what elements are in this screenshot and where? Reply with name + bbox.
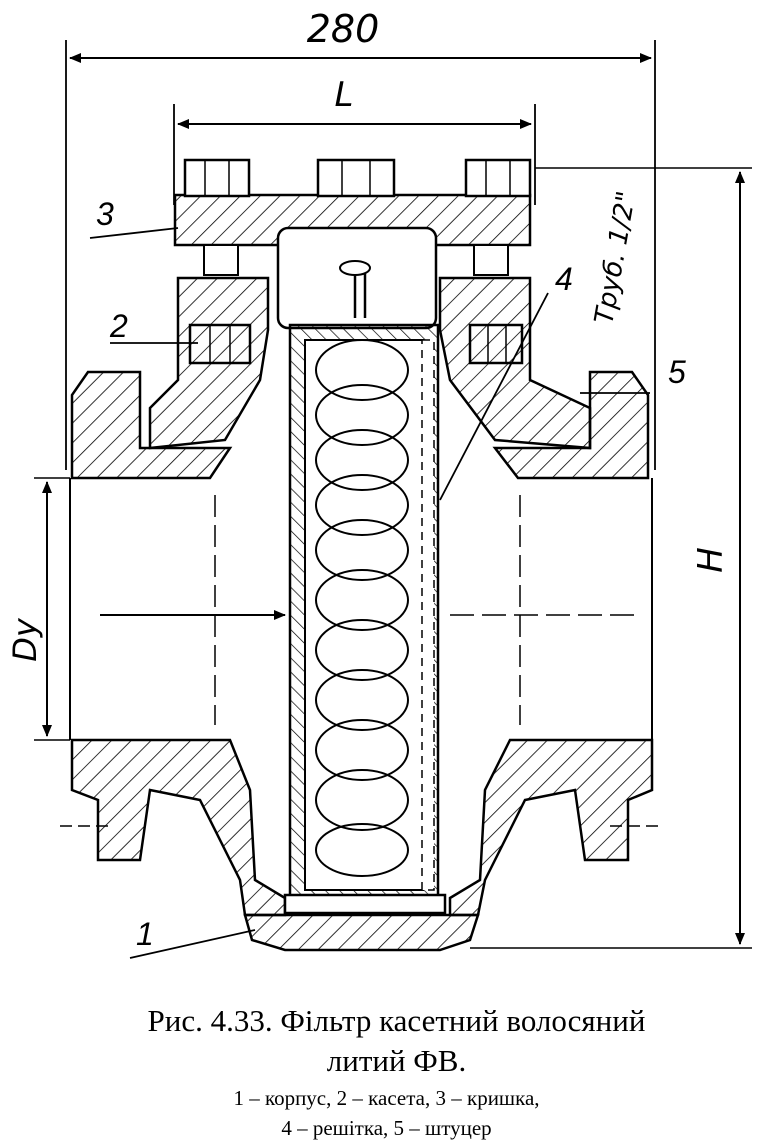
hair-filter-coils bbox=[315, 339, 409, 877]
callout-1: 1 bbox=[136, 916, 154, 952]
filter-drawing: 280 L H Dy Труб. 1/2" bbox=[6, 7, 752, 959]
dimension-h: H bbox=[470, 167, 752, 949]
body-lower bbox=[60, 738, 660, 952]
dimension-dy-label: Dy bbox=[6, 617, 44, 662]
figure-caption-title: Рис. 4.33. Фільтр касетний волосяний bbox=[147, 1003, 646, 1038]
dimension-280-label: 280 bbox=[307, 7, 380, 51]
cassette bbox=[276, 226, 447, 915]
callout-2: 2 bbox=[109, 308, 128, 344]
figure-caption-subtitle: литий ФВ. bbox=[326, 1043, 467, 1078]
callout-leaders bbox=[89, 227, 650, 959]
figure-legend-line-1: 1 – корпус, 2 – касета, 3 – кришка, bbox=[233, 1086, 540, 1110]
figure-legend-line-2: 4 – решітка, 5 – штуцер bbox=[281, 1116, 492, 1140]
body-upper bbox=[69, 276, 653, 740]
callout-4: 4 bbox=[555, 261, 573, 297]
dimension-280: 280 bbox=[65, 7, 656, 470]
pipe-thread-label: Труб. 1/2" bbox=[589, 189, 642, 326]
callout-5: 5 bbox=[668, 354, 686, 390]
dimension-l-label: L bbox=[335, 75, 354, 115]
callout-numbers: 1 2 3 4 5 bbox=[96, 196, 686, 952]
dimension-dy: Dy bbox=[6, 477, 70, 741]
dimension-h-label: H bbox=[691, 547, 731, 573]
dimension-l: L bbox=[173, 75, 536, 205]
callout-3: 3 bbox=[96, 196, 114, 232]
